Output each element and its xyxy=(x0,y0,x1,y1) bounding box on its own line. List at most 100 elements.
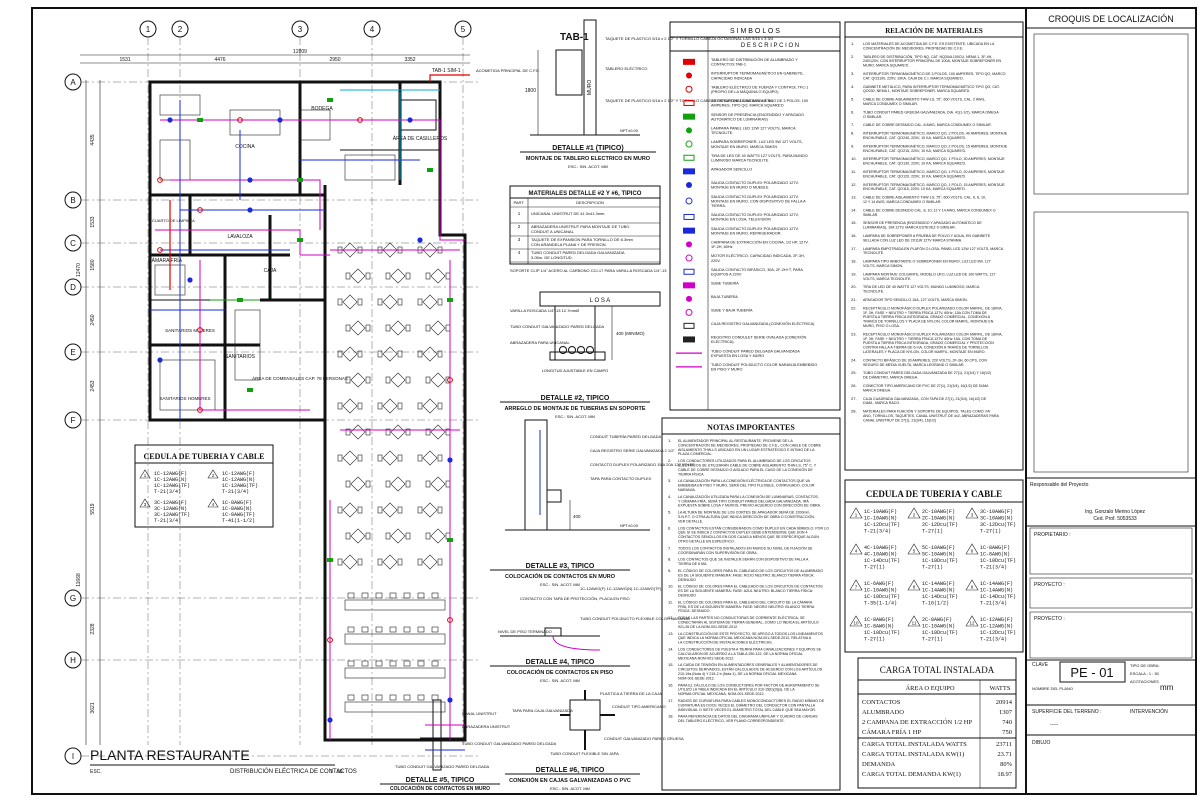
dining-table xyxy=(422,398,438,414)
material-number: 3. xyxy=(851,71,854,76)
legend-description: MONTAJE EN MURO O MUEBLE xyxy=(711,186,769,190)
dining-table xyxy=(430,528,446,544)
row-bubble-label: I xyxy=(72,752,74,761)
dining-chair xyxy=(431,626,439,633)
cedula-line: T-21(3/4) xyxy=(154,489,181,495)
legend-description: TABLERO DE DISTRIBUCIÓN DE ALUMBRADO Y xyxy=(711,57,798,62)
legend-description: (PROPIO DE LA MÁQUINA O EQUIPO) xyxy=(711,90,779,94)
dining-chair xyxy=(431,694,439,701)
note-text: OTRO DETALLE EN ESPECÍFICO. xyxy=(678,540,735,544)
notes-important: NOTAS IMPORTANTES 1.EL ALIMENTADOR PRINC… xyxy=(661,417,841,791)
dining-chair xyxy=(385,480,391,488)
left-dimension-label: 5519 xyxy=(90,503,96,514)
room-bodega: BODEGA xyxy=(311,106,333,112)
cedula-big-line: T-21(3/4) xyxy=(980,565,1007,571)
cedula-big-line: 1C-14AWG(N) xyxy=(922,588,955,594)
material-text: LAMPARA DE SOBREPONER A PRUEBA DE POLVO … xyxy=(863,234,991,238)
material-number: 20. xyxy=(851,284,857,289)
cedula-big-line: T-27(1) xyxy=(980,529,1001,535)
legend-description: SUBE Y BAJA TUBERÍA xyxy=(711,309,753,313)
cedula-number: 1 xyxy=(144,473,147,478)
legend-box-symbol xyxy=(683,99,695,106)
legend-box-symbol xyxy=(683,322,695,329)
installed-load-table: CARGA TOTAL INSTALADA ÁREA O EQUIPO WATT… xyxy=(857,657,1017,789)
cedula-big-marker xyxy=(907,615,921,627)
detail3-note-1: CONDUIT TUBERÍA PARED DELGADA xyxy=(590,434,661,439)
note-text: LA CANALIZACIÓN UTILIZADA PARA LA CONEXI… xyxy=(678,494,819,499)
legend-rect-symbol xyxy=(683,282,695,289)
switch-symbol xyxy=(197,407,203,413)
light-symbol xyxy=(297,178,303,182)
outlet-symbol xyxy=(447,457,453,463)
material-text: CABLE DE COBRE AISLAMIENTO THW-LS, 75°, … xyxy=(863,98,985,102)
material-number: 19. xyxy=(851,271,857,276)
cedula-line: 1C-8AWG(F) xyxy=(222,500,252,506)
note-text: LA CANALIZACIÓN PARA LA CONEXIÓN ELÉCTRI… xyxy=(678,478,811,483)
cedula-big-line: 1C-10AWG(N) xyxy=(864,588,897,594)
note-text: LOS CONTACTOS ESTÁN CONSIDERADOS COMO DU… xyxy=(678,526,829,530)
dining-chair xyxy=(377,402,383,410)
material-text: CONTRA FALLA A TIERRA DE 6 mA, CONEXIÓN … xyxy=(863,345,989,350)
long-table xyxy=(344,667,446,679)
note-text: EL CÓDIGO DE COLORES PARA EL CABLEADO DE… xyxy=(678,599,813,604)
material-text: VOLTS, MARCA TECNOLITE. xyxy=(863,277,911,281)
mat-part-number: 4 xyxy=(518,250,521,255)
room-cocina: COCINA xyxy=(235,144,255,150)
dining-table xyxy=(350,424,366,440)
material-text: TUBO CONDUIT PARED DELGADA GALVANIZADA D… xyxy=(863,371,991,375)
carga-total-value: 80% xyxy=(1000,761,1013,768)
room-casilleros: ÁREA DE CASILLEROS xyxy=(393,135,448,142)
material-text: 1F, 3H, FASE + NEUTRO + TIERRA FÍSICA 12… xyxy=(863,337,988,341)
dim-bay-2: 4476 xyxy=(214,57,225,63)
carga-total-item: CARGA TOTAL INSTALADA WATTS xyxy=(862,741,967,748)
cedula-big-line: 2C-8AWG(F) xyxy=(922,617,952,623)
material-number: 27. xyxy=(851,396,857,401)
detail2-losa: L O S A xyxy=(590,298,610,304)
dining-chair xyxy=(397,454,403,462)
cedula-big-line: 4C-10AWG(N) xyxy=(864,552,897,558)
legend-description: LAMPARA PANEL LED 12W 127 VOLTS, MARCA xyxy=(711,127,796,131)
dining-chair xyxy=(397,350,403,358)
room-sanitarios-hombres: SANITARIOS HOMBRES xyxy=(160,396,211,401)
cedula-line: 1C-12AWG(N) xyxy=(222,477,255,483)
legend-box-symbol xyxy=(683,268,695,275)
cedula-big-marker xyxy=(965,507,979,519)
dining-chair xyxy=(417,350,423,358)
dining-chair xyxy=(375,626,383,633)
left-dimension-label: 2328 xyxy=(90,623,96,634)
detail2-subtitle: ARREGLO DE MONTAJE DE TUBERIAS EN SOPORT… xyxy=(504,406,645,412)
dining-chair xyxy=(347,660,355,667)
dining-chair xyxy=(397,506,403,514)
detail5-note-2: ABRAZADERA UNISTRUT xyxy=(462,724,511,729)
dining-chair xyxy=(417,626,425,633)
cedula-big-marker xyxy=(907,579,921,591)
legend-description: TUBO CONDUIT POLIDUCTO COLOR NARANJA EMB… xyxy=(711,363,817,367)
dining-chair xyxy=(337,454,343,462)
dining-chair xyxy=(385,324,391,332)
cedula-big-line: T-27(1) xyxy=(864,637,885,643)
note-text: UTILIZÓ LA TABLA INDICADA EN EL ARTÍCULO… xyxy=(678,687,795,692)
carga-total-item: CARGA TOTAL INSTALADA KW(1) xyxy=(862,751,964,758)
mat-description: CONDUIT A UNICANAL xyxy=(531,229,575,234)
note-text: CALCULARON DE ACUERDO A LA TABLA 250-122… xyxy=(678,652,803,656)
note-text: CONCENTRACIÓN DE MEDIDORES, PROPIEDAD DE… xyxy=(678,442,822,447)
legend-description: CAJA REGISTRO GALVANIZADA (CONEXIÓN ELÉC… xyxy=(711,321,815,326)
legend-ring-symbol xyxy=(685,85,693,93)
material-text: INTERRUPTOR TERMOMAGNÉTICO, MARCO QO, 1 … xyxy=(863,169,1005,174)
cedula-big-title: CEDULA DE TUBERIA Y CABLE xyxy=(866,489,1002,499)
cedula-big-line: 3C-10AWG(F) xyxy=(980,509,1013,515)
left-dimension-label: 11668 xyxy=(76,573,82,587)
title-block: CROQUIS DE LOCALIZACIÓN Responsable del … xyxy=(1026,14,1196,746)
carga-value: 1307 xyxy=(999,709,1013,716)
legend-description: BAJA TUBERÍA xyxy=(711,295,738,299)
dining-table xyxy=(430,320,446,336)
symbols-legend: S I M B O L O S D E S C R I P C I O N TA… xyxy=(669,21,841,411)
dining-chair xyxy=(405,532,411,540)
cedula-big-line: 1C-10AWG(N) xyxy=(922,624,955,630)
detail1-muro: MURO xyxy=(587,80,593,95)
light-symbol xyxy=(197,118,203,122)
note-number: 18. xyxy=(668,714,674,719)
